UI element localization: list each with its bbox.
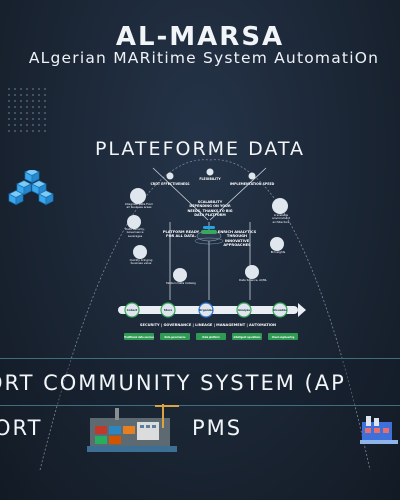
left-item-1: Integrate Data From all business areas: [124, 203, 154, 210]
step-analyze: Analyze: [238, 308, 250, 312]
cubes-icon: [6, 168, 54, 210]
right-item-1: A scalable environment architecture: [272, 214, 290, 224]
factory-icon: [358, 412, 400, 450]
tag-5: Cloud engineering: [272, 336, 295, 339]
port-illustration-icon: [85, 398, 185, 462]
dots-pattern: [6, 86, 48, 134]
step-collect: Collect: [127, 308, 138, 312]
tag-2: Data governance: [164, 336, 186, 339]
pcs-label: ORT COMMUNITY SYSTEM (AP: [0, 371, 346, 395]
left-main-text: PLATFORM READY FOR ALL DATA.: [162, 230, 200, 239]
dashed-arc: [39, 159, 371, 471]
right-main-text: ENRICH ANALYTICS THROUGH INNOVATIVE APPR…: [217, 230, 257, 248]
tag-1: Traditional data sources: [124, 336, 155, 339]
pipeline-caption: SECURITY | GOVERNANCE | LINEAGE | MANAGE…: [140, 323, 276, 327]
right-item-2: BI Insights: [270, 251, 286, 254]
section-title: PLATEFORME DATA: [94, 138, 306, 160]
app-subtitle: ALgerian MARitime System AutomatiOn: [28, 49, 380, 67]
label-implementation: IMPLEMENTATION SPEED: [230, 182, 275, 186]
platform-stack-icon: [194, 226, 224, 245]
right-items: A scalable environment architecture BI I…: [239, 198, 290, 282]
bottom-tags: Traditional data sources Data governance…: [124, 333, 298, 340]
left-item-3: Quickly bringing business value: [129, 259, 153, 266]
port-label: ORT: [0, 416, 43, 440]
step-organize: Organize: [199, 308, 213, 312]
step-visualize: Visualize: [273, 308, 287, 312]
label-flexibility: FLEXIBILITY: [199, 177, 221, 181]
diagram-top-labels: CRDT EFFECTIVENESS FLEXIBILITY IMPLEMENT…: [150, 168, 275, 186]
tag-3: Data platform: [202, 336, 220, 339]
left-items: Integrate Data From all business areas D…: [124, 188, 196, 285]
pipeline: Collect Store Organize Analyze Visualize: [118, 302, 306, 318]
left-item-2: Data Security, Governance Leverages: [125, 228, 145, 238]
label-crdt: CRDT EFFECTIVENESS: [150, 182, 190, 186]
tag-4: Intelligent operations: [234, 336, 262, 339]
v-lines: [152, 167, 267, 300]
app-title: AL-MARSA: [115, 22, 285, 52]
step-store: Store: [164, 308, 173, 312]
pms-label: PMS: [192, 416, 243, 440]
center-text: SCALABILITY DEPENDING ON YOUR NEEDS, THA…: [187, 200, 233, 217]
left-item-4: Modern Data Catalog: [166, 282, 196, 285]
pcs-band: [0, 358, 400, 406]
right-item-3: Data Science, AI/ML: [239, 279, 267, 282]
